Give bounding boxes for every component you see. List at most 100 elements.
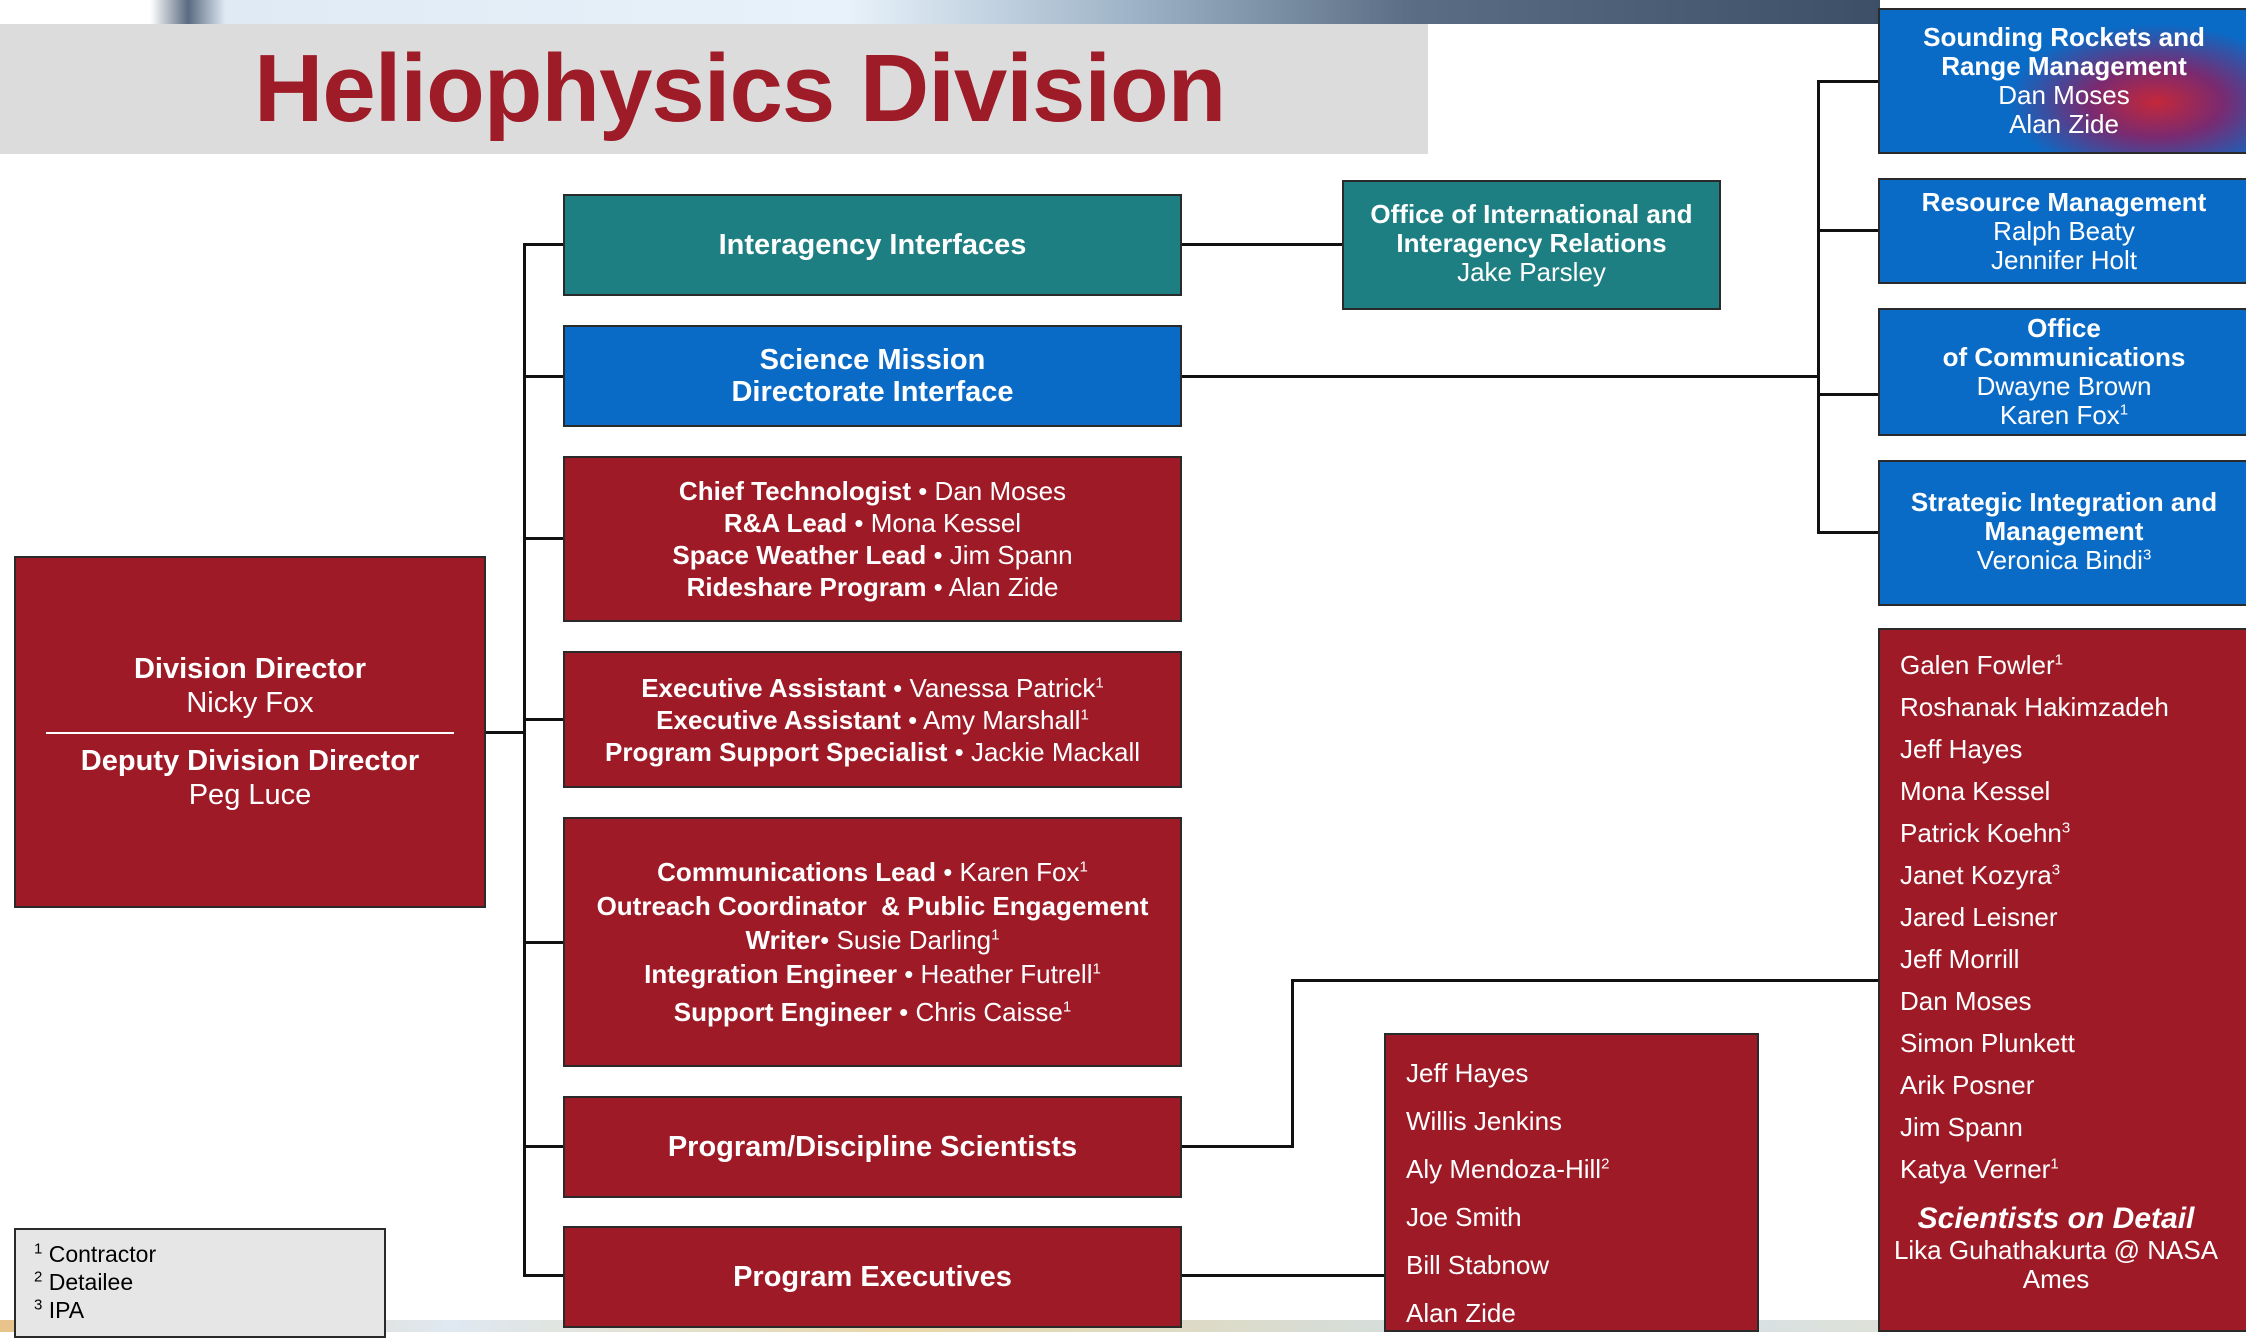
connector-branch-interagency: [523, 243, 565, 246]
legend-item: 2 Detailee: [34, 1268, 384, 1296]
lead-role: Rideshare Program: [686, 572, 927, 602]
person-name: Dan Moses: [1900, 986, 2032, 1016]
person-name: Aly Mendoza-Hill: [1406, 1154, 1602, 1184]
comms-name: • Karen Fox: [935, 857, 1080, 887]
comms-office-name1: Dwayne Brown: [1976, 371, 2152, 401]
list-item: Simon Plunkett: [1900, 1022, 2075, 1064]
interagency-interfaces-label: Interagency Interfaces: [718, 229, 1027, 261]
person-name: Patrick Koehn: [1900, 818, 2062, 848]
smd-interface-line1: Science Mission: [759, 344, 986, 376]
legend-text: Contractor: [48, 1241, 157, 1267]
division-director-box: Division Director Nicky Fox Deputy Divis…: [14, 556, 486, 908]
interagency-interfaces-box: Interagency Interfaces: [563, 194, 1182, 296]
page-title: Heliophysics Division: [254, 35, 1226, 142]
footnote-mark: 1: [991, 926, 1000, 944]
assistant-role: Executive Assistant: [641, 672, 886, 703]
comms-role: Writer: [745, 925, 821, 955]
person-name: Joe Smith: [1406, 1202, 1522, 1232]
smd-interface-box: Science Mission Directorate Interface: [563, 325, 1182, 427]
comms-staff-row: Writer• Susie Darling1: [746, 923, 1000, 957]
program-executives-label: Program Executives: [733, 1261, 1012, 1293]
footnote-mark: 1: [2119, 401, 2129, 419]
intl-office-line2: Interagency Relations: [1396, 228, 1667, 258]
connector-smd-to-right-trunk: [1181, 375, 1820, 378]
footnote-legend: 1 Contractor 2 Detailee 3 IPA: [14, 1228, 386, 1338]
assistant-row: Executive Assistant • Amy Marshall1: [656, 704, 1089, 736]
comms-role: Support Engineer: [673, 997, 892, 1027]
footnote-mark: 1: [1079, 858, 1088, 876]
comms-office-line2: of Communications: [1942, 342, 2186, 372]
list-item: Roshanak Hakimzadeh: [1900, 686, 2169, 728]
footnote-mark: 1: [1062, 998, 1072, 1016]
deputy-director-title: Deputy Division Director: [80, 745, 420, 777]
comms-office-line1: Office: [2027, 313, 2101, 343]
lead-role: Chief Technologist: [678, 476, 911, 506]
leads-box: Chief Technologist • Dan Moses R&A Lead …: [563, 456, 1182, 622]
person-name: Roshanak Hakimzadeh: [1900, 692, 2169, 722]
list-item: Katya Verner1: [1900, 1148, 2059, 1190]
legend-item: 1 Contractor: [34, 1240, 384, 1268]
footnote-mark: 2: [1601, 1155, 1610, 1173]
connector-executives-to-list: [1181, 1274, 1386, 1277]
connector-scientists-vertical: [1291, 979, 1294, 1148]
list-item: Jared Leisner: [1900, 896, 2058, 938]
connector-right-trunk-vertical: [1817, 80, 1820, 534]
lead-name: • Mona Kessel: [847, 508, 1022, 538]
footnote-mark: 3: [2051, 861, 2061, 879]
deputy-director-name: Peg Luce: [188, 779, 312, 811]
footnote-mark: 1: [2050, 1155, 2059, 1173]
lead-row: Rideshare Program • Alan Zide: [687, 571, 1059, 603]
person-name: Janet Kozyra: [1900, 860, 2052, 890]
footnote-mark: 1: [2054, 651, 2063, 669]
lead-row: Chief Technologist • Dan Moses: [679, 475, 1066, 507]
lead-row: Space Weather Lead • Jim Spann: [672, 539, 1072, 571]
person-name: Jared Leisner: [1900, 902, 2058, 932]
detail-line2: Ames: [2022, 1264, 2090, 1294]
legend-mark: 2: [34, 1268, 43, 1286]
connector-trunk-vertical: [523, 243, 526, 1277]
comms-office-name2-row: Karen Fox1: [2000, 401, 2128, 430]
person-name: Willis Jenkins: [1406, 1106, 1563, 1136]
list-item: Bill Stabnow: [1406, 1241, 1549, 1289]
person-name: Jeff Hayes: [1900, 734, 2023, 764]
sounding-line1: Sounding Rockets and: [1923, 22, 2205, 52]
comms-role: Communications Lead: [657, 857, 936, 887]
connector-branch-executives: [523, 1274, 565, 1277]
list-item: Jeff Hayes: [1900, 728, 2022, 770]
strategic-name-row: Veronica Bindi3: [1977, 546, 2152, 575]
communications-staff-box: Communications Lead • Karen Fox1 Outreac…: [563, 817, 1182, 1067]
sounding-name2: Alan Zide: [2009, 109, 2119, 139]
list-item: Janet Kozyra3: [1900, 854, 2060, 896]
strategic-name: Veronica Bindi: [1976, 545, 2143, 575]
strategic-line2: Management: [1984, 516, 2144, 546]
lead-role: Space Weather Lead: [672, 540, 927, 570]
person-name: Bill Stabnow: [1406, 1250, 1550, 1280]
director-divider: [46, 732, 454, 734]
program-scientists-label: Program/Discipline Scientists: [667, 1131, 1078, 1163]
connector-interagency-to-intl: [1181, 243, 1344, 246]
sounding-line2: Range Management: [1941, 51, 2187, 81]
footnote-mark: 3: [2142, 546, 2152, 564]
connector-director-to-trunk: [486, 731, 526, 734]
detail-heading: Scientists on Detail: [1917, 1202, 2195, 1235]
connector-scientists-horizontal: [1181, 1145, 1294, 1148]
resource-name2: Jennifer Holt: [1991, 244, 2137, 275]
legend-mark: 3: [34, 1296, 43, 1314]
assistant-role: Executive Assistant: [656, 704, 901, 735]
footnote-mark: 1: [1080, 705, 1089, 723]
footnote-mark: 1: [1095, 673, 1104, 691]
assistant-name: • Vanessa Patrick: [885, 672, 1096, 703]
person-name: Mona Kessel: [1900, 776, 2051, 806]
resource-line1: Resource Management: [1921, 186, 2207, 217]
director-title: Division Director: [133, 653, 367, 685]
intl-office-name: Jake Parsley: [1457, 257, 1606, 287]
resource-management-box: Resource Management Ralph Beaty Jennifer…: [1878, 178, 2246, 284]
comms-name: • Susie Darling: [820, 925, 992, 955]
connector-to-resource: [1817, 229, 1880, 232]
list-item: Dan Moses: [1900, 980, 2032, 1022]
comms-staff-row: Integration Engineer • Heather Futrell1: [644, 957, 1101, 991]
communications-office-box: Office of Communications Dwayne Brown Ka…: [1878, 308, 2246, 436]
assistant-row: Program Support Specialist • Jackie Mack…: [605, 736, 1140, 768]
comms-role: Integration Engineer: [644, 959, 897, 989]
comms-name: • Chris Caisse: [891, 997, 1063, 1027]
